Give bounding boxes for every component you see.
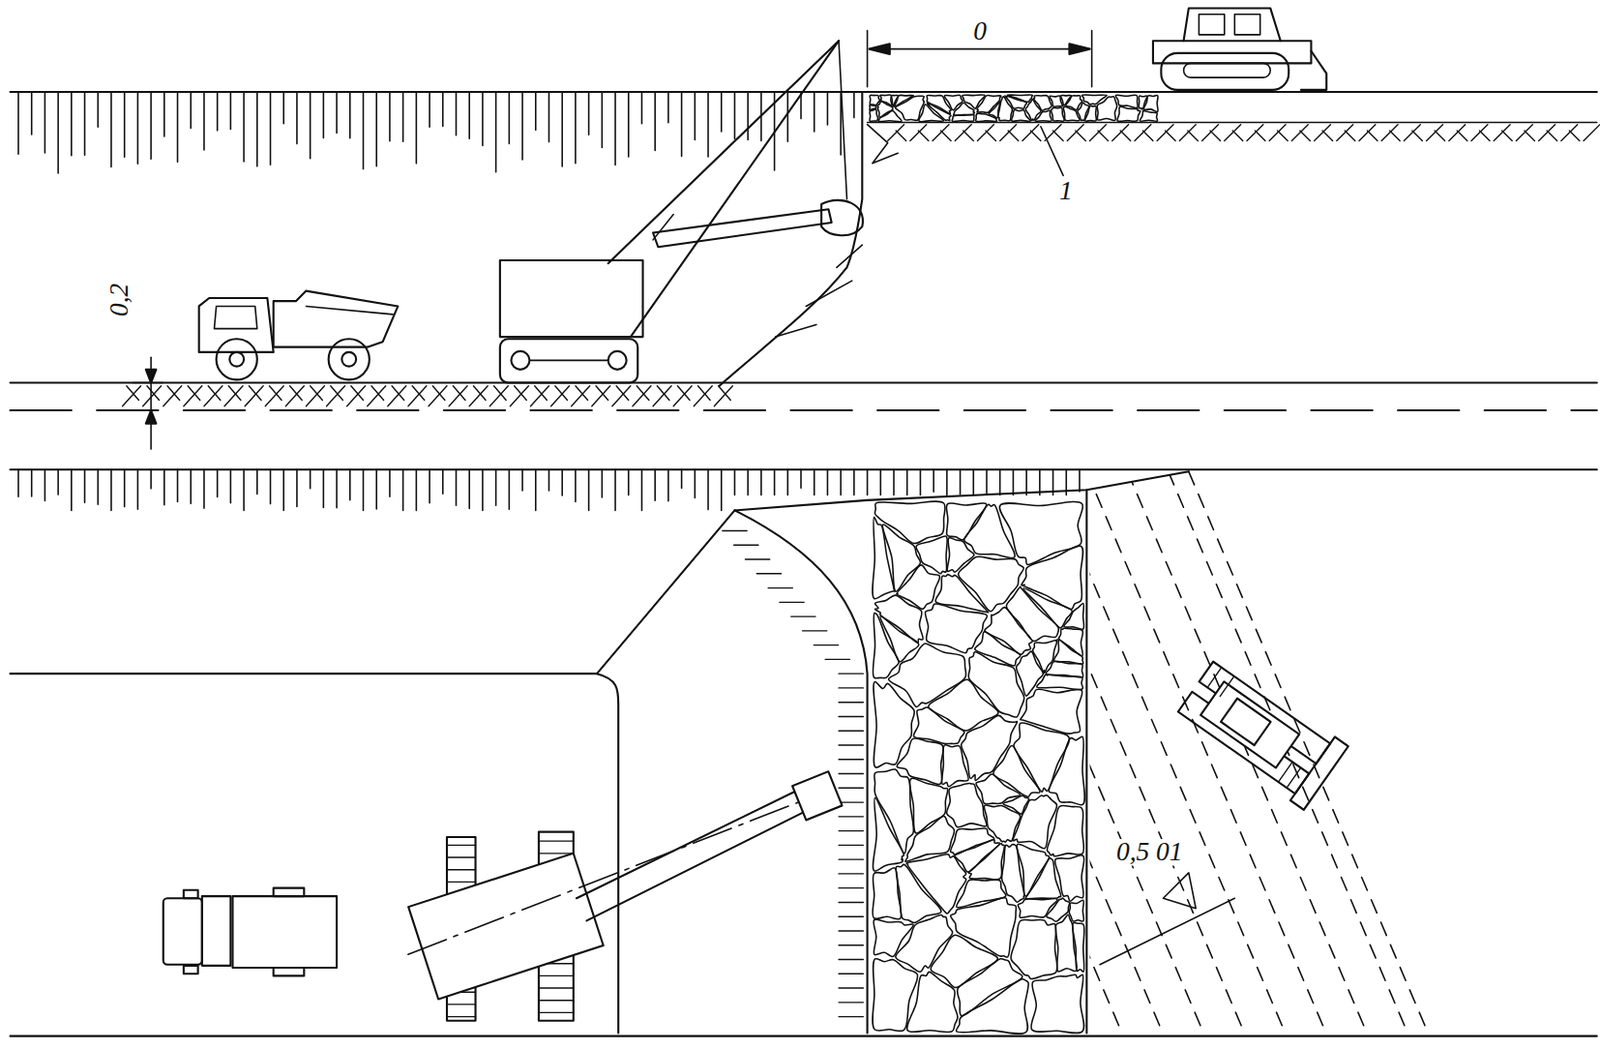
blasted-rock	[869, 94, 1158, 122]
arrowhead	[146, 369, 157, 424]
excavator-plan	[408, 770, 843, 1021]
design-level-line	[10, 409, 1598, 412]
bench-edge	[596, 673, 619, 1033]
soil-hatch	[888, 124, 1600, 142]
extension-line	[866, 30, 869, 88]
face-hatch	[722, 530, 864, 1016]
dump-truck-plan	[163, 888, 337, 977]
dimension-label: 0,2	[106, 281, 133, 320]
ground-hatch	[18, 91, 855, 174]
ground-line	[10, 90, 863, 93]
leader-line	[1040, 126, 1064, 177]
levelled-zone-edge	[1188, 471, 1429, 1034]
plan-edge	[10, 1035, 1598, 1038]
arrowhead	[869, 43, 1091, 55]
face-toe	[734, 509, 867, 1033]
extension-line	[132, 382, 164, 385]
rock-edge	[1085, 489, 1088, 1033]
pit-edge	[10, 468, 1598, 471]
face-hatch	[775, 244, 863, 337]
pit-floor	[10, 381, 1598, 384]
soil-hatch	[122, 385, 734, 407]
excavator	[500, 40, 863, 383]
dimension-label: 0,5 01	[1114, 838, 1186, 865]
blasted-rock	[872, 501, 1085, 1034]
bench-edge	[10, 471, 1189, 674]
ground-line	[861, 90, 1597, 93]
ground-hatch	[18, 469, 1080, 510]
dimension-line	[1099, 897, 1235, 965]
bulldozer	[1153, 7, 1327, 89]
callout-number: 1	[1057, 177, 1075, 205]
dimension-mark	[1162, 872, 1196, 909]
dump-truck	[199, 291, 399, 381]
extension-line	[1091, 30, 1094, 88]
bulldozer-plan	[1173, 654, 1349, 810]
face-hatch	[867, 124, 899, 164]
levelled-zone	[882, 471, 1600, 1034]
dimension-label: 0	[971, 18, 989, 45]
dimension-line	[869, 48, 1091, 51]
